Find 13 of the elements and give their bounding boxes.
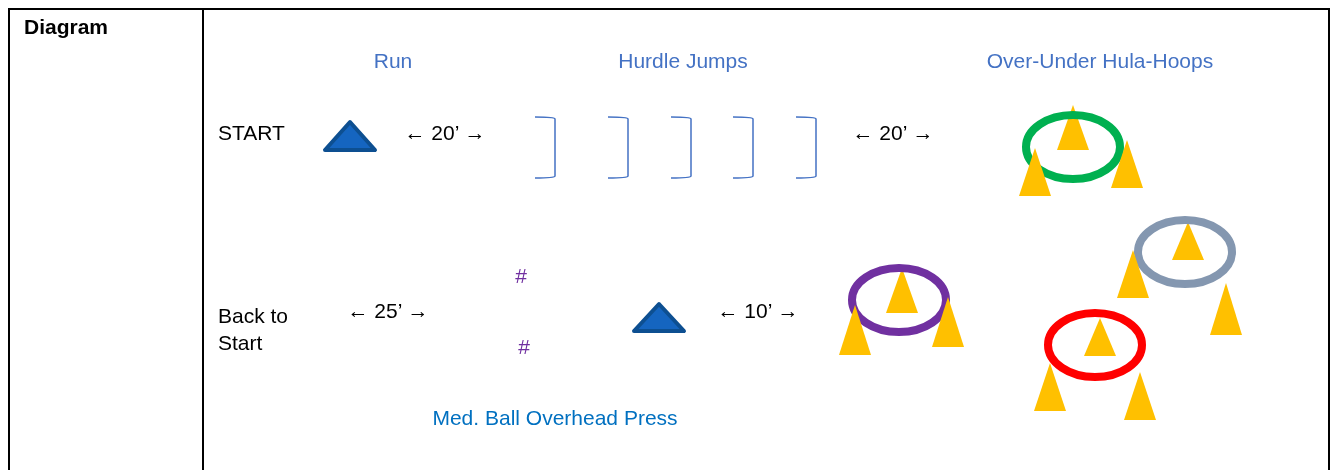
station-title: Over-Under Hula-Hoops	[986, 48, 1214, 75]
marker-symbol: #	[515, 263, 527, 290]
return-label: Back to Start	[218, 302, 290, 356]
start-label: START	[218, 120, 285, 147]
station-title: Hurdle Jumps	[618, 48, 748, 75]
station-title: Run	[373, 48, 413, 75]
station-title: Med. Ball Overhead Press	[432, 405, 678, 432]
distance-label: ← 25’ →	[347, 298, 429, 325]
section-heading: Diagram	[24, 14, 109, 41]
distance-label: ← 10’ →	[717, 298, 799, 325]
distance-label: ← 20’ →	[852, 120, 934, 147]
distance-label: ← 20’ →	[404, 120, 486, 147]
marker-symbol: #	[518, 334, 530, 361]
